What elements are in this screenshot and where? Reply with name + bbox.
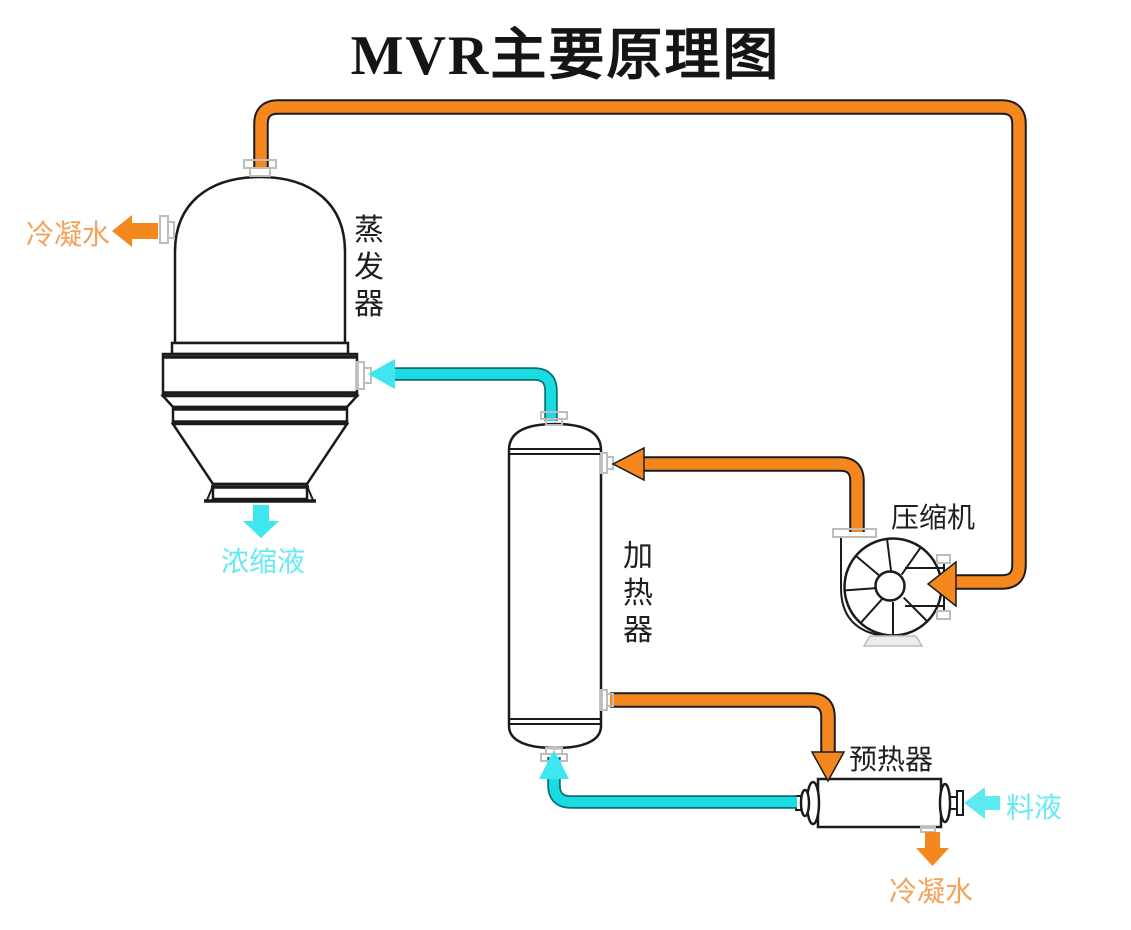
evaporator-transition	[160, 394, 360, 409]
pipe-preheater-to-heater	[547, 757, 797, 809]
heater-right-bottom-nozzle2	[606, 693, 614, 707]
evaporator-label: 蒸发器	[354, 214, 384, 321]
compressor-volute	[840, 536, 885, 637]
condensate-evaporator-label: 冷凝水	[26, 220, 111, 251]
evaporator-cone	[170, 422, 350, 486]
evaporator-left-nozzle	[159, 215, 169, 244]
compressor-inlet-flange-bottom	[936, 610, 951, 620]
pipe-heater-to-preheater	[610, 692, 836, 753]
evaporator-top-nozzle2	[249, 167, 271, 177]
preheater-right-nozzle-flange	[956, 790, 964, 816]
evaporator	[160, 175, 360, 503]
arrow-into-compressor	[926, 560, 957, 608]
evaporator-flange-box	[161, 352, 359, 398]
arrow-into-heater-top	[611, 446, 645, 482]
preheater	[795, 777, 964, 829]
preheater-shell	[816, 777, 943, 829]
condensate-out-arrow	[112, 215, 158, 247]
preheater-label: 预热器	[849, 745, 934, 776]
evaporator-right-nozzle2	[363, 367, 372, 384]
heater-head-seams	[509, 448, 601, 725]
pipe-evaporator-to-compressor	[253, 99, 1027, 590]
heater-label: 加热器	[623, 540, 653, 647]
preheater-right-ring	[938, 782, 952, 824]
preheater-left-ring2	[799, 788, 811, 818]
evaporator-neck	[170, 341, 350, 356]
compressor-legs	[862, 635, 924, 647]
outlet-skirt	[206, 485, 314, 501]
compressor-hub	[874, 570, 906, 602]
arrow-into-heater-bottom	[539, 750, 569, 779]
compressor-outlet-flange	[832, 528, 877, 538]
flanges	[159, 159, 951, 833]
heater	[507, 422, 603, 750]
feed-label: 料液	[1006, 793, 1063, 824]
heater-right-top-nozzle2	[606, 456, 614, 470]
arrow-into-evaporator	[368, 359, 395, 389]
arrow-into-preheater	[810, 751, 846, 783]
pipe-heater-to-evaporator	[393, 367, 558, 421]
compressor-spokes	[845, 539, 928, 635]
concentrate-out-arrow	[243, 505, 279, 538]
heater-top-nozzle2	[545, 418, 563, 426]
concentrate-label: 浓缩液	[221, 547, 306, 578]
preheater-drain-nozzle	[920, 826, 936, 833]
pipe-compressor-to-heater	[642, 456, 865, 532]
feed-in-arrow	[964, 787, 1000, 819]
compressor-inlet-flange-top	[936, 554, 951, 564]
evaporator-left-nozzle2	[167, 221, 175, 239]
condensate-preheater-label: 冷凝水	[889, 877, 974, 908]
page-title: MVR主要原理图	[350, 25, 781, 87]
evaporator-dome-body	[173, 175, 347, 345]
heater-shell	[507, 422, 603, 750]
compressor-label: 压缩机	[891, 503, 976, 534]
compressor	[840, 536, 945, 647]
preheater-condensate-arrow	[916, 832, 949, 866]
